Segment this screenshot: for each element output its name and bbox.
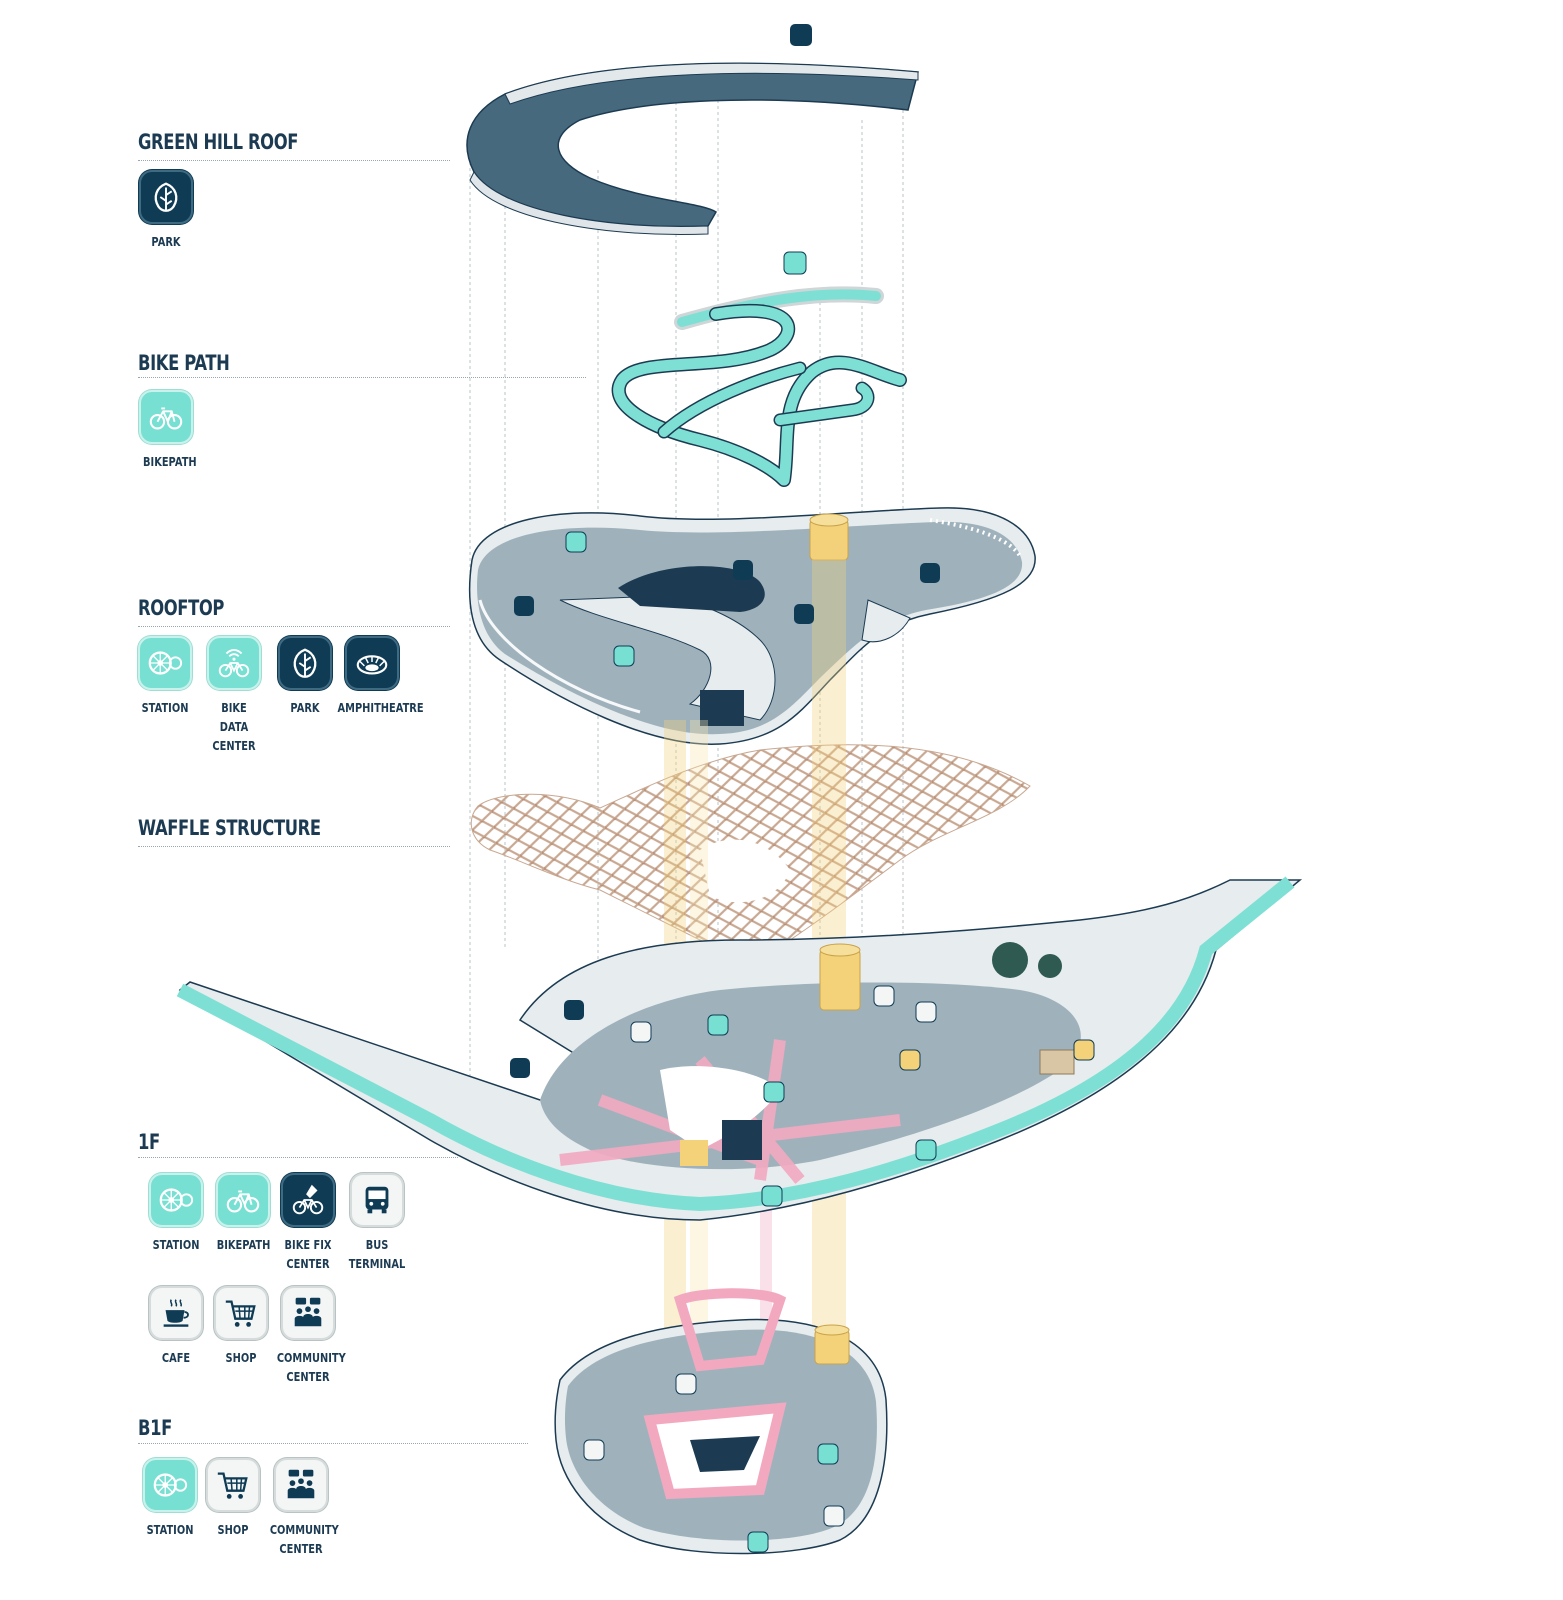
legend-label: SHOP bbox=[217, 1523, 249, 1537]
legend-label: PARK bbox=[290, 701, 320, 715]
leaf-icon bbox=[139, 170, 193, 224]
legend-item-park: PARK bbox=[275, 636, 335, 718]
legend-item-community-center: COMMUNITY CENTER bbox=[270, 1286, 346, 1387]
legend-label: CAFE bbox=[161, 1351, 191, 1365]
legend-label: SHOP bbox=[225, 1351, 257, 1365]
legend-item-bikepath: BIKEPATH bbox=[138, 390, 197, 472]
legend-item-bus-terminal: BUS TERMINAL bbox=[332, 1173, 422, 1274]
legend-label: BIKEPATH bbox=[143, 455, 197, 469]
legend-item-park: PARK bbox=[138, 170, 194, 252]
bike-wheel-icon bbox=[138, 636, 192, 690]
section-title: ROOFTOP bbox=[138, 596, 225, 620]
legend-item-community-center: COMMUNITY CENTER bbox=[263, 1458, 339, 1559]
section-title: WAFFLE STRUCTURE bbox=[138, 816, 321, 840]
legend-label: BIKE DATA CENTER bbox=[212, 701, 256, 753]
first-floor-slab bbox=[176, 876, 1303, 1221]
wrench-bike-icon bbox=[281, 1173, 335, 1227]
legend-label: COMMUNITY CENTER bbox=[269, 1523, 339, 1556]
legend-item-bike-data-center: BIKE DATA CENTER bbox=[202, 636, 266, 756]
bike-wheel-icon bbox=[149, 1173, 203, 1227]
bicycle-icon bbox=[139, 390, 193, 444]
legend-item-amphitheatre: AMPHITHEATRE bbox=[330, 636, 424, 718]
community-icon bbox=[281, 1286, 335, 1340]
bicycle-icon bbox=[216, 1173, 270, 1227]
legend-item-bikepath: BIKEPATH bbox=[211, 1173, 275, 1255]
community-icon bbox=[274, 1458, 328, 1512]
legend-label: STATION bbox=[146, 1523, 194, 1537]
legend-label: PARK bbox=[151, 235, 181, 249]
legend-item-bike-fix-center: BIKE FIX CENTER bbox=[276, 1173, 340, 1274]
legend-label: BUS TERMINAL bbox=[348, 1238, 406, 1271]
legend-item-station: STATION bbox=[146, 1173, 206, 1255]
map-badges bbox=[510, 24, 1095, 1553]
coffee-cup-icon bbox=[149, 1286, 203, 1340]
wifi-bike-icon bbox=[207, 636, 261, 690]
section-title: BIKE PATH bbox=[138, 351, 230, 375]
legend-item-shop: SHOP bbox=[203, 1458, 263, 1540]
green-hill-roof-slab bbox=[466, 62, 919, 235]
section-title: GREEN HILL ROOF bbox=[138, 130, 299, 154]
legend-label: BIKEPATH bbox=[216, 1238, 271, 1252]
legend-label: BIKE FIX CENTER bbox=[284, 1238, 332, 1271]
basement-floor-slab bbox=[554, 1288, 888, 1555]
bike-path-loops bbox=[611, 286, 907, 487]
legend-item-cafe: CAFE bbox=[146, 1286, 206, 1368]
section-title: 1F bbox=[138, 1130, 160, 1154]
section-title: B1F bbox=[138, 1416, 172, 1440]
legend-label: STATION bbox=[152, 1238, 200, 1252]
rooftop-slab bbox=[468, 507, 1036, 745]
legend-label: COMMUNITY CENTER bbox=[276, 1351, 346, 1384]
legend-label: AMPHITHEATRE bbox=[337, 701, 424, 715]
waffle-structure-grid bbox=[470, 744, 1031, 948]
legend-item-station: STATION bbox=[135, 636, 195, 718]
bus-icon bbox=[350, 1173, 404, 1227]
bike-wheel-icon bbox=[143, 1458, 197, 1512]
legend-item-station: STATION bbox=[140, 1458, 200, 1540]
shopping-cart-icon bbox=[214, 1286, 268, 1340]
leaf-icon bbox=[278, 636, 332, 690]
legend-label: STATION bbox=[141, 701, 189, 715]
shopping-cart-icon bbox=[206, 1458, 260, 1512]
amphitheatre-icon bbox=[345, 636, 399, 690]
legend-item-shop: SHOP bbox=[211, 1286, 271, 1368]
